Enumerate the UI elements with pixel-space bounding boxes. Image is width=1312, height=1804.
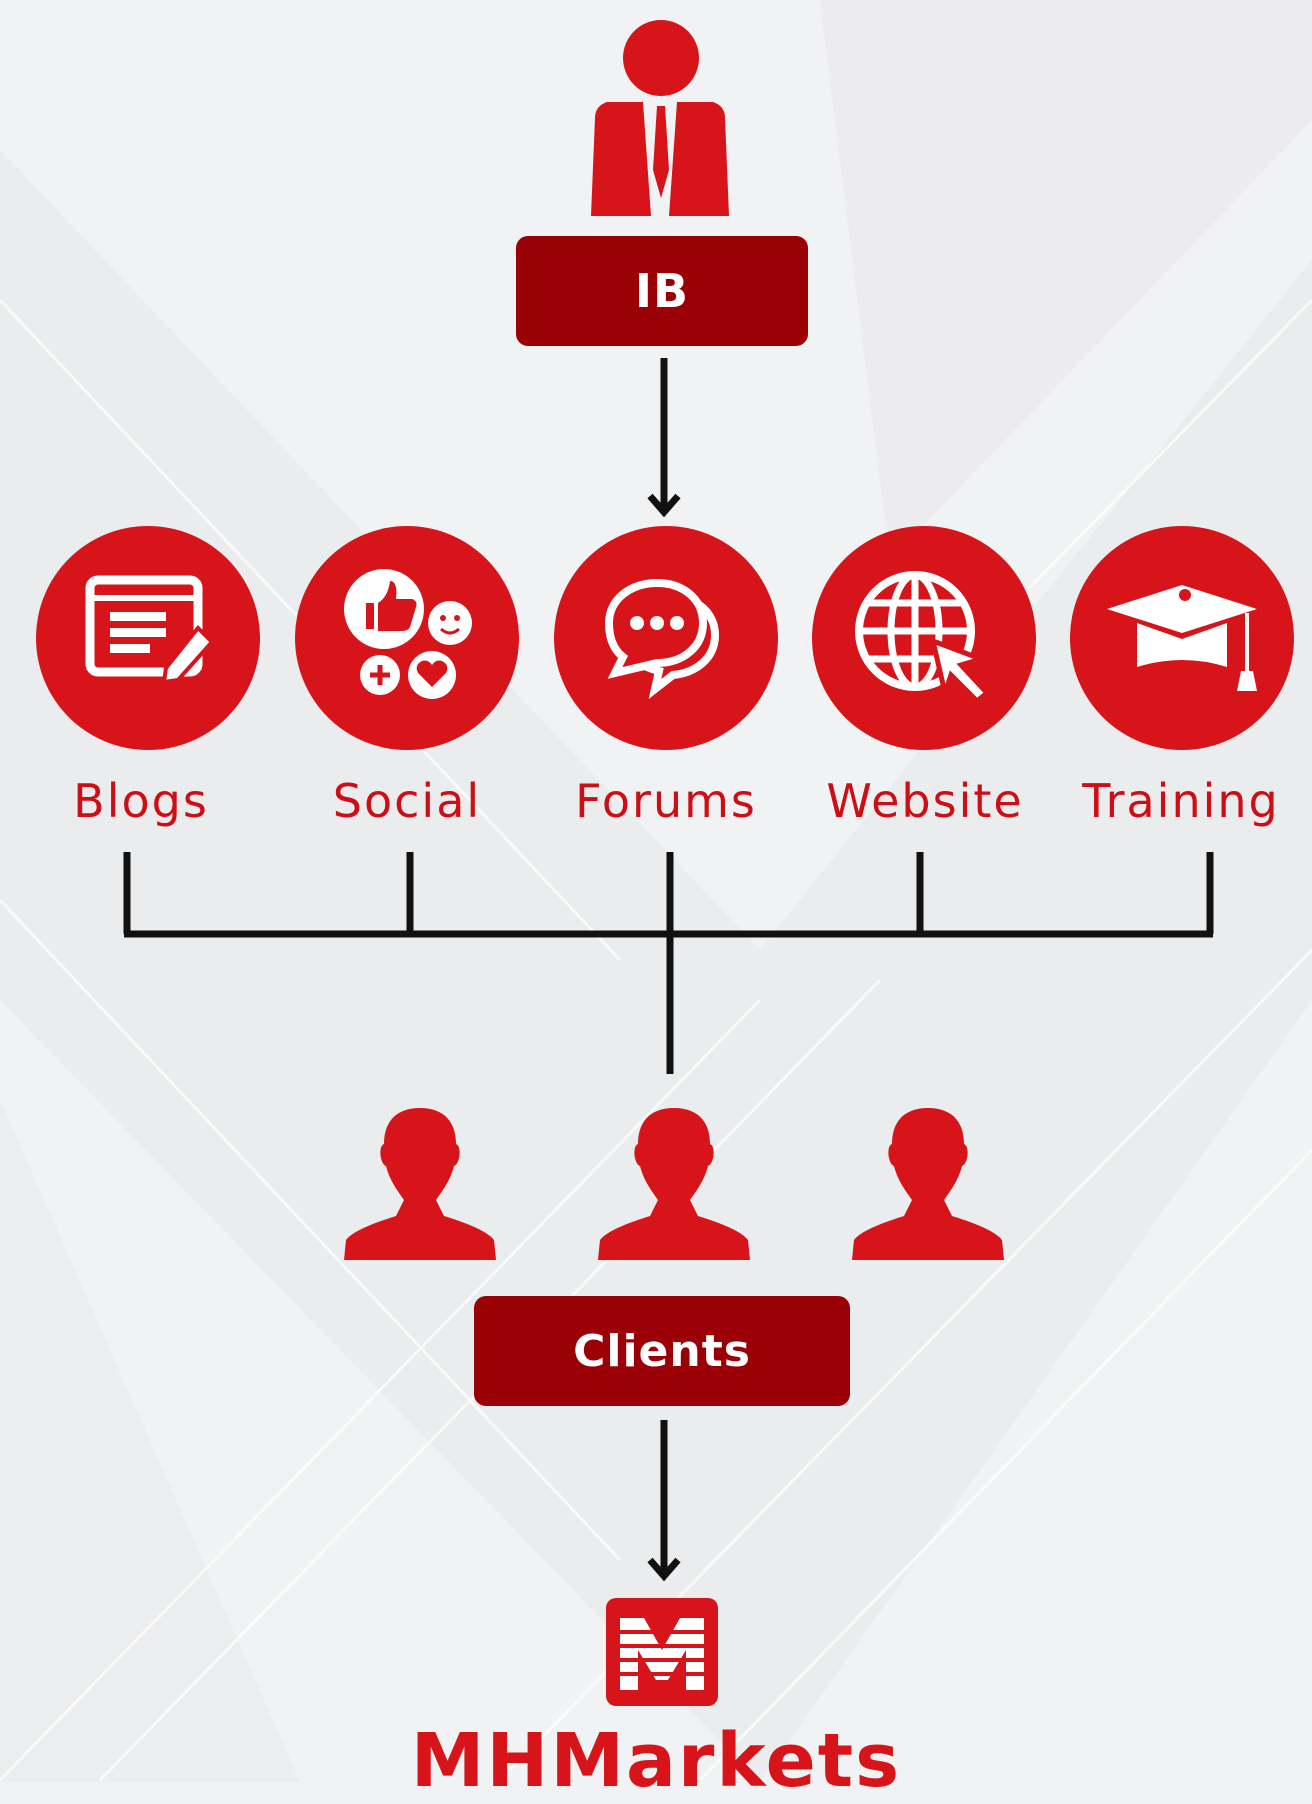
blog-icon bbox=[85, 575, 215, 685]
client-person-icon bbox=[598, 1108, 750, 1260]
website-globe-icon bbox=[855, 571, 991, 705]
ib-person-icon bbox=[591, 20, 729, 216]
channel-label-social: Social bbox=[332, 774, 482, 828]
channel-label-website: Website bbox=[826, 774, 1024, 828]
website-circle bbox=[812, 526, 1036, 750]
clients-label: Clients bbox=[573, 1325, 751, 1377]
forums-circle bbox=[554, 526, 778, 750]
graduation-cap-icon bbox=[1107, 585, 1257, 691]
client-person-icon bbox=[852, 1108, 1004, 1260]
channel-label-forums: Forums bbox=[575, 774, 757, 828]
social-icon bbox=[344, 569, 472, 699]
ib-label: IB bbox=[634, 264, 690, 318]
ib-label-box: IB bbox=[516, 236, 808, 346]
client-person-icon bbox=[344, 1108, 496, 1260]
forum-chat-icon bbox=[604, 578, 720, 699]
blogs-circle bbox=[36, 526, 260, 750]
mhmarkets-logo-icon bbox=[606, 1598, 718, 1706]
brand-name: MHMarkets bbox=[410, 1718, 902, 1804]
clients-label-box: Clients bbox=[474, 1296, 850, 1406]
training-circle bbox=[1070, 526, 1294, 750]
channel-label-blogs: Blogs bbox=[73, 774, 209, 828]
social-circle bbox=[295, 526, 519, 750]
channel-label-training: Training bbox=[1082, 774, 1280, 828]
